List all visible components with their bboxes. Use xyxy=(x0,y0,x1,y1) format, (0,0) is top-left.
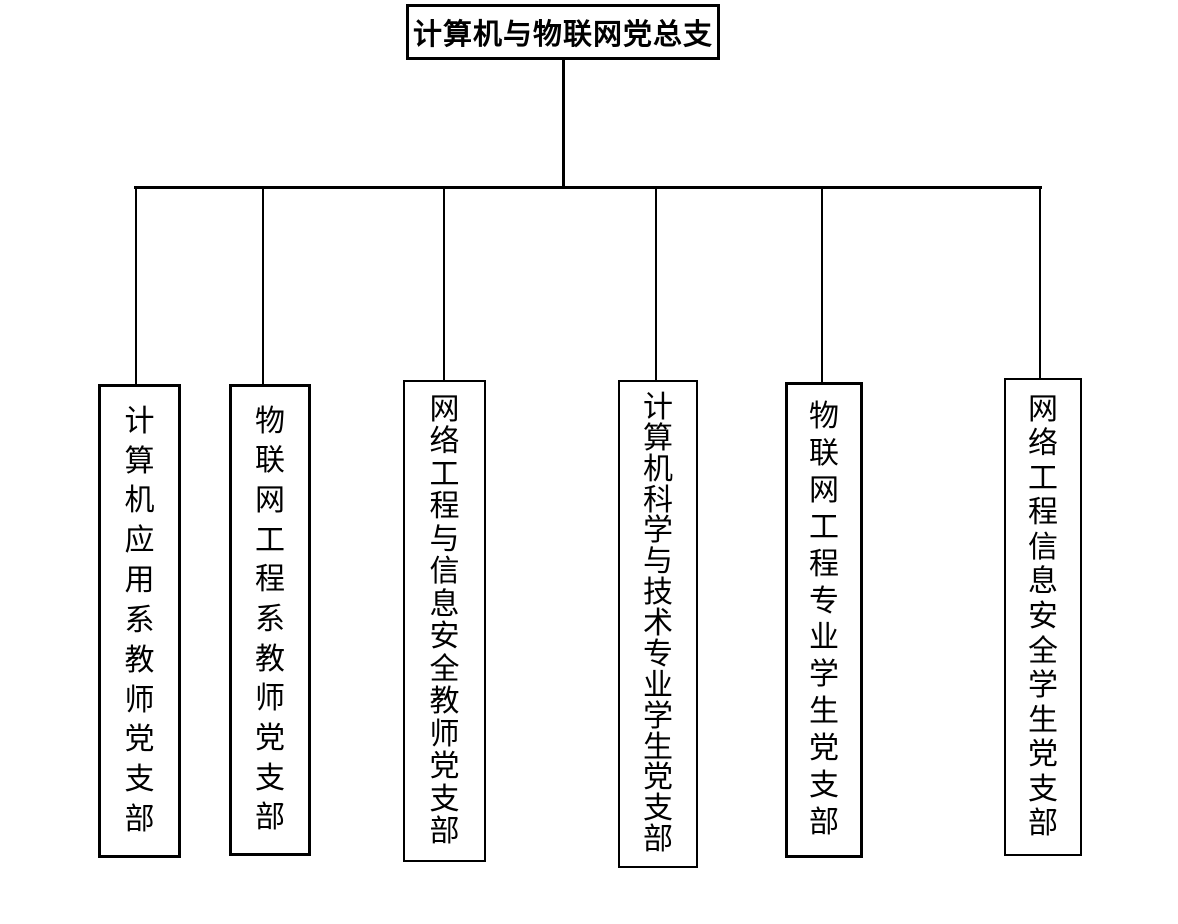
root-stem-connector-line xyxy=(562,60,565,187)
branch-node-box: 物联网工程专业学生党支部 xyxy=(785,382,863,858)
branch-node-box: 网络工程信息安全学生党支部 xyxy=(1004,378,1082,856)
branch-connector-line xyxy=(262,189,264,384)
branch-node-box: 物联网工程系教师党支部 xyxy=(229,384,311,856)
branch-connector-line xyxy=(821,189,823,382)
horizontal-rail-connector-line xyxy=(134,186,1042,189)
branch-connector-line xyxy=(655,189,657,380)
branch-connector-line xyxy=(135,189,137,384)
root-node-box: 计算机与物联网党总支 xyxy=(406,4,720,60)
branch-node-box: 计算机科学与技术专业学生党支部 xyxy=(618,380,698,868)
branch-connector-line xyxy=(443,189,445,380)
branch-node-box: 网络工程与信息安全教师党支部 xyxy=(403,380,486,862)
branch-connector-line xyxy=(1039,189,1041,378)
branch-node-box: 计算机应用系教师党支部 xyxy=(98,384,181,858)
